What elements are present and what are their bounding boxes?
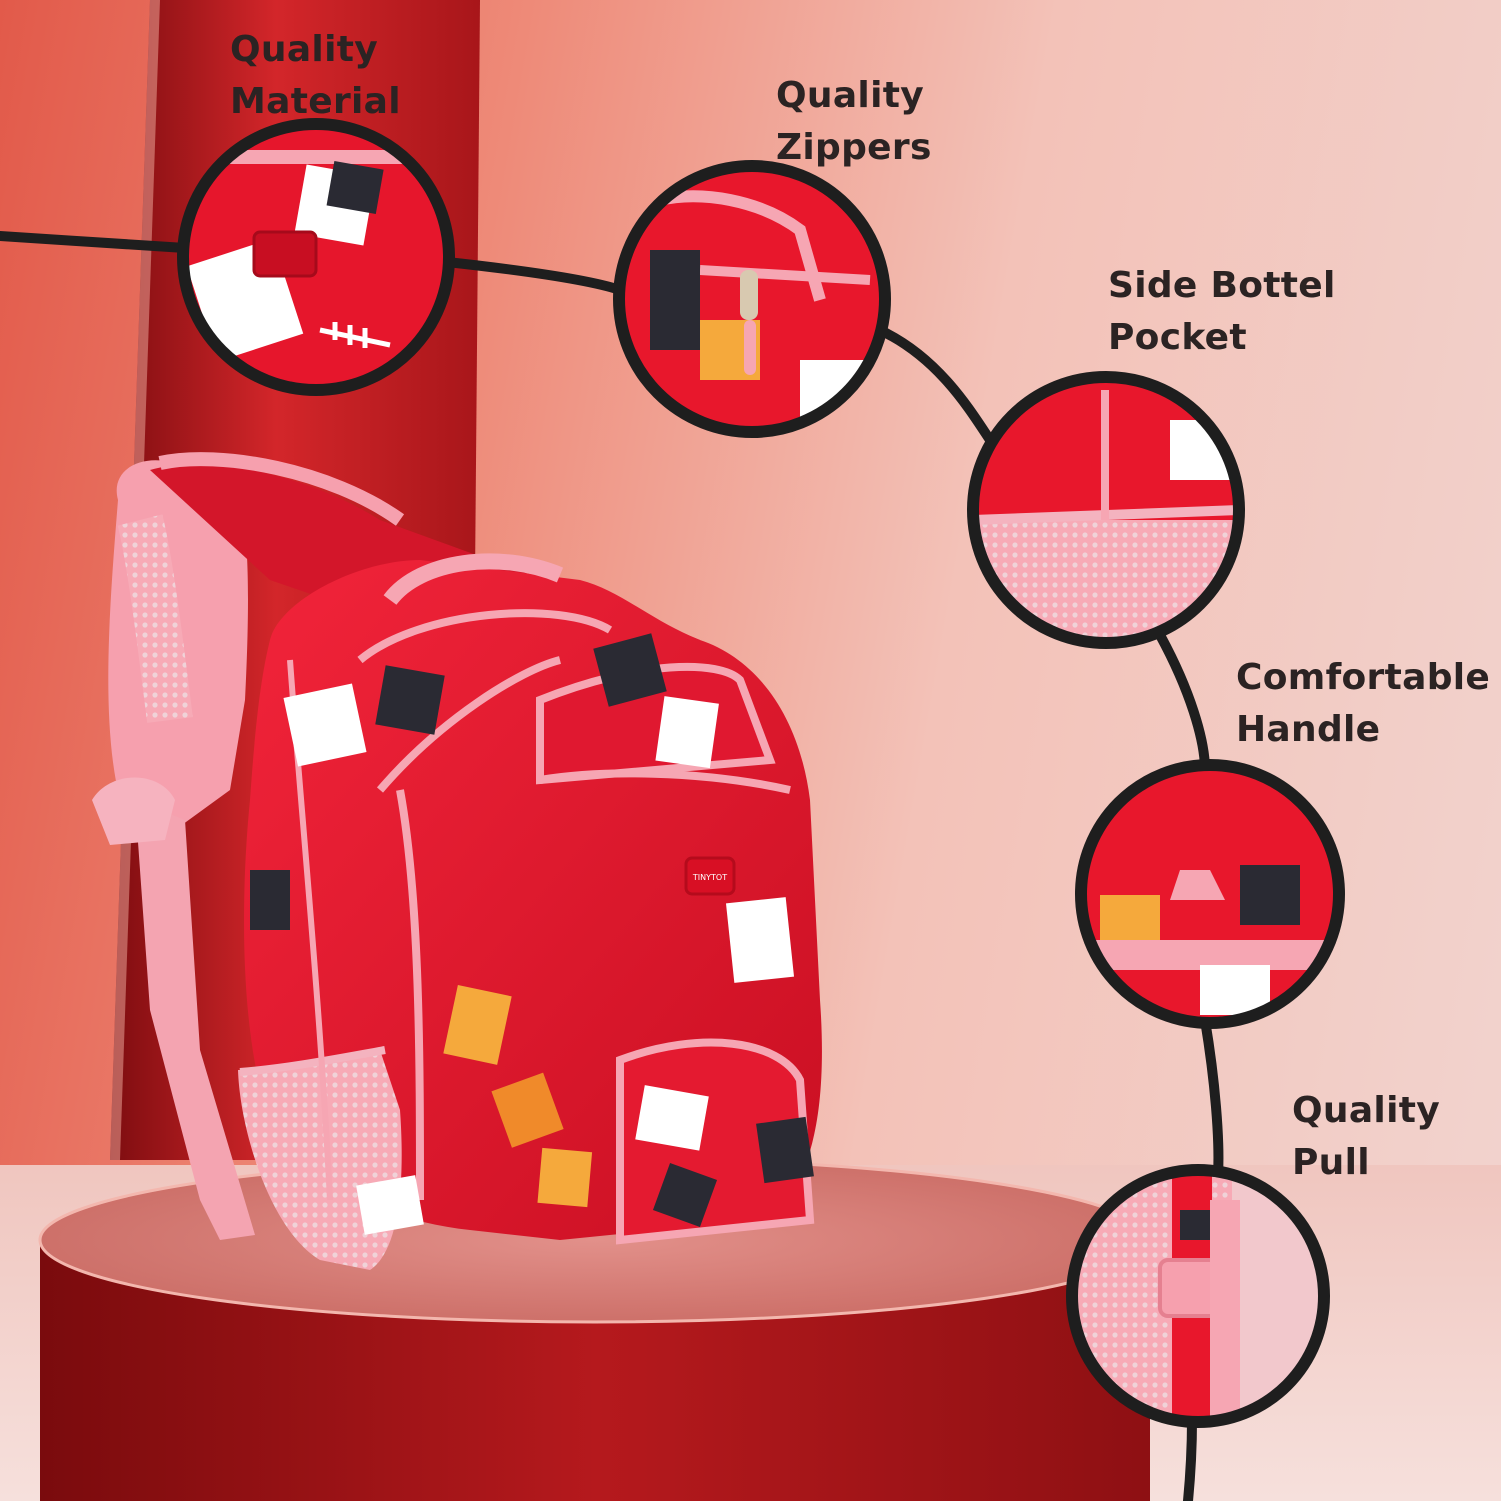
top-handle [383,553,564,606]
label-line: Pull [1292,1142,1370,1183]
label-line: Material [230,81,401,122]
callout-circle-material [177,118,455,396]
callout-circle-handle [1075,759,1345,1029]
label-line: Quality [1292,1090,1440,1131]
brand-badge: TINYTOT [684,856,736,896]
label-line: Pocket [1108,317,1247,358]
backpack: TINYTOT [92,452,822,1270]
label-quality-pull: Quality Pull [1292,1085,1440,1189]
label-line: Quality [776,75,924,116]
label-line: Zippers [776,127,932,168]
label-comfortable-handle: Comfortable Handle [1236,652,1490,756]
label-quality-zippers: Quality Zippers [776,70,932,174]
label-line: Comfortable [1236,657,1491,698]
label-line: Side Bottel [1108,265,1336,306]
strap-webbing [135,800,255,1240]
callout-circle-zippers [613,160,891,438]
side-mesh-pocket [238,1050,402,1270]
badge-text: TINYTOT [692,873,727,882]
callout-connector-line [0,231,1224,1501]
label-side-bottle-pocket: Side Bottel Pocket [1108,260,1336,364]
label-line: Quality [230,29,378,70]
cat-print-pattern [250,633,814,1235]
label-line: Handle [1236,709,1381,750]
callout-circle-pocket [967,371,1245,649]
label-quality-material: Quality Material [230,24,401,128]
callout-circle-pull [1066,1164,1330,1428]
